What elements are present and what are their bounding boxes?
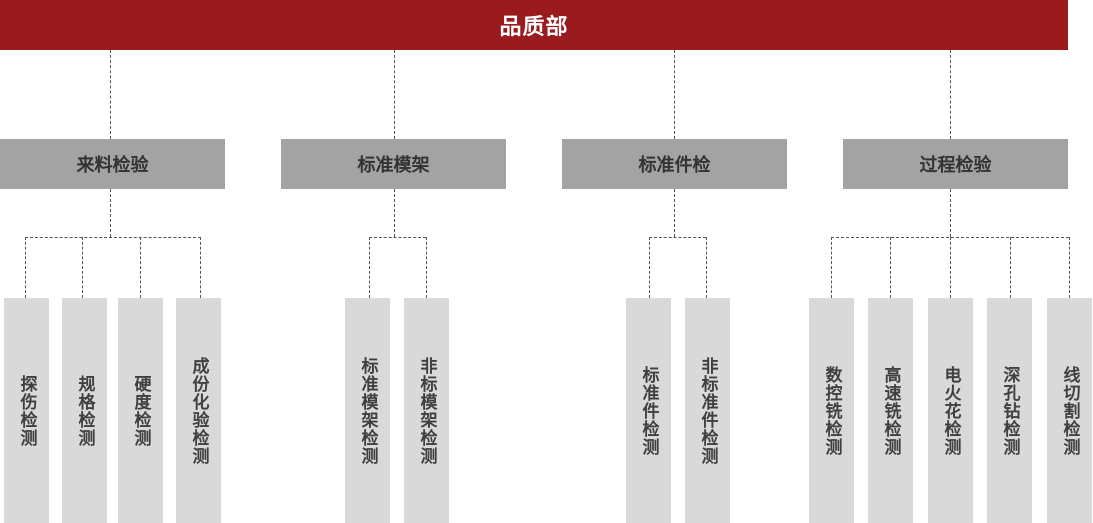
leaf-node: 高速铣检测	[868, 298, 913, 523]
category-node: 来料检验	[0, 139, 225, 189]
connector-cat2-down	[674, 189, 675, 237]
leaf-node-label: 高速铣检测	[880, 365, 901, 456]
root-node-label: 品质部	[499, 15, 569, 40]
leaf-node: 线切割检测	[1047, 298, 1092, 523]
connector-cat1-down	[394, 189, 395, 237]
leaf-node: 规格检测	[62, 298, 107, 523]
connector-leaf-1-0	[369, 237, 370, 298]
leaf-node-label: 非标模架检测	[416, 356, 437, 465]
leaf-node-label: 标准件检测	[638, 365, 659, 456]
connector-leaf-3-4	[1069, 237, 1070, 298]
category-node-label: 过程检验	[919, 155, 992, 176]
connector-leaf-3-3	[1010, 237, 1011, 298]
leaf-node-label: 硬度检测	[130, 374, 151, 447]
leaf-node-label: 标准模架检测	[357, 356, 378, 465]
connector-cat0-down	[110, 189, 111, 237]
leaf-node-label: 规格检测	[74, 374, 95, 447]
connector-leaf-2-1	[706, 237, 707, 298]
leaf-node: 标准件检测	[626, 298, 671, 523]
connector-leaf-0-3	[200, 237, 201, 298]
connector-cat1-bar	[369, 237, 426, 238]
leaf-node-label: 深孔钻检测	[999, 365, 1020, 456]
connector-leaf-2-0	[649, 237, 650, 298]
leaf-node: 电火花检测	[928, 298, 973, 523]
leaf-node-label: 探伤检测	[16, 374, 37, 447]
connector-leaf-0-0	[25, 237, 26, 298]
category-node-label: 标准件检	[638, 155, 711, 176]
category-node: 过程检验	[843, 139, 1068, 189]
connector-leaf-0-2	[140, 237, 141, 298]
root-node: 品质部	[0, 0, 1068, 50]
leaf-node: 非标模架检测	[404, 298, 449, 523]
connector-root-cat-0	[110, 50, 111, 139]
category-node: 标准模架	[281, 139, 506, 189]
connector-leaf-0-1	[82, 237, 83, 298]
leaf-node-label: 数控铣检测	[821, 365, 842, 456]
connector-leaf-3-1	[890, 237, 891, 298]
category-node-label: 标准模架	[357, 155, 430, 176]
connector-root-cat-3	[950, 50, 951, 139]
leaf-node: 数控铣检测	[809, 298, 854, 523]
connector-leaf-3-2	[950, 237, 951, 298]
connector-cat2-bar	[649, 237, 706, 238]
connector-root-cat-1	[394, 50, 395, 139]
connector-root-cat-2	[674, 50, 675, 139]
leaf-node: 探伤检测	[4, 298, 49, 523]
category-node-label: 来料检验	[76, 155, 149, 176]
connector-cat3-down	[950, 189, 951, 237]
connector-leaf-3-0	[831, 237, 832, 298]
leaf-node: 硬度检测	[118, 298, 163, 523]
leaf-node-label: 成份化验检测	[188, 356, 209, 465]
leaf-node-label: 线切割检测	[1059, 365, 1080, 456]
leaf-node-label: 非标准件检测	[697, 356, 718, 465]
leaf-node: 标准模架检测	[345, 298, 390, 523]
connector-leaf-1-1	[426, 237, 427, 298]
leaf-node: 深孔钻检测	[987, 298, 1032, 523]
leaf-node: 成份化验检测	[176, 298, 221, 523]
leaf-node-label: 电火花检测	[940, 365, 961, 456]
connector-cat0-bar	[25, 237, 201, 238]
category-node: 标准件检	[562, 139, 787, 189]
leaf-node: 非标准件检测	[685, 298, 730, 523]
